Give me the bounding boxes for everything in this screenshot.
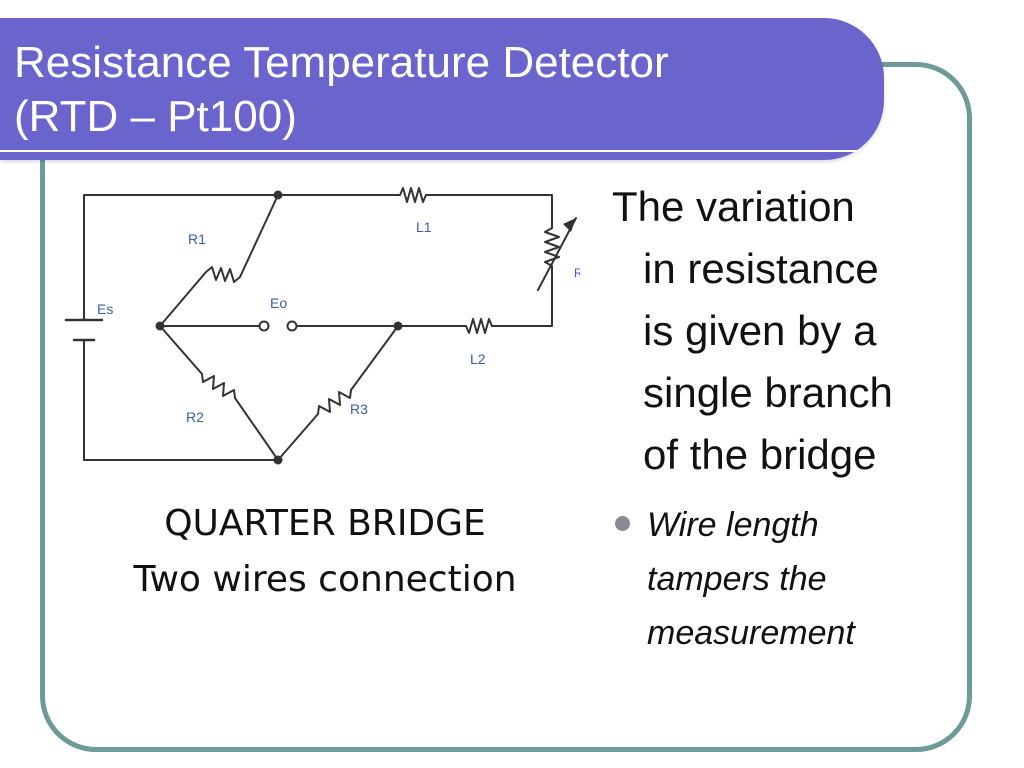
quarter-bridge-circuit-diagram: R1 L1 RT Es Eo L2 R2 R3 bbox=[64, 187, 580, 465]
body-line-4: single branch bbox=[643, 369, 893, 416]
node-top bbox=[273, 190, 283, 200]
bullet-line-1: Wire length bbox=[647, 506, 819, 544]
label-l2: L2 bbox=[470, 351, 486, 367]
resistor-r1 bbox=[159, 194, 279, 327]
resistor-r2 bbox=[159, 325, 279, 461]
label-rt: RT bbox=[574, 266, 580, 280]
body-line-3: is given by a bbox=[643, 307, 877, 354]
rtd-resistor-rt bbox=[491, 227, 560, 327]
label-es: Es bbox=[97, 301, 113, 317]
node-right bbox=[393, 321, 403, 331]
output-terminal-right bbox=[286, 320, 298, 332]
rt-arrow-head bbox=[563, 218, 576, 232]
label-eo: Eo bbox=[270, 295, 287, 311]
resistor-r3 bbox=[277, 325, 399, 461]
wire-left-bottom bbox=[83, 339, 279, 461]
slide-title-line-2: (RTD – Pt100) bbox=[14, 92, 297, 141]
diagram-caption: QUARTER BRIDGE Two wires connection bbox=[60, 496, 590, 608]
slide-title: Resistance Temperature Detector (RTD – P… bbox=[14, 36, 669, 144]
bullet-text: Wire length tampers the measurement bbox=[647, 498, 972, 660]
wire-left-top bbox=[83, 194, 279, 321]
lead-resistor-l2 bbox=[397, 318, 493, 334]
body-paragraph: The variation in resistance is given by … bbox=[612, 176, 972, 486]
caption-line-1: QUARTER BRIDGE bbox=[164, 503, 486, 544]
node-left bbox=[155, 321, 165, 331]
label-r3: R3 bbox=[350, 401, 368, 417]
lead-resistor-l1 bbox=[277, 187, 553, 229]
bullet-line-2: tampers the bbox=[647, 560, 827, 598]
title-underline bbox=[0, 150, 864, 152]
slide-title-line-1: Resistance Temperature Detector bbox=[14, 38, 669, 87]
caption-line-2: Two wires connection bbox=[133, 559, 517, 600]
label-r2: R2 bbox=[186, 409, 204, 425]
node-bottom bbox=[273, 455, 283, 465]
body-line-2: in resistance bbox=[643, 245, 879, 292]
label-r1: R1 bbox=[188, 231, 206, 247]
bullet-item: Wire length tampers the measurement bbox=[612, 498, 972, 660]
body-line-1: The variation bbox=[612, 183, 855, 230]
label-l1: L1 bbox=[416, 219, 432, 235]
bullet-line-3: measurement bbox=[647, 614, 855, 652]
title-bar bbox=[0, 18, 884, 160]
bullet-dot-icon bbox=[615, 516, 630, 531]
body-line-5: of the bridge bbox=[643, 431, 877, 478]
output-terminal-left bbox=[258, 320, 270, 332]
slide-body: The variation in resistance is given by … bbox=[612, 176, 972, 660]
